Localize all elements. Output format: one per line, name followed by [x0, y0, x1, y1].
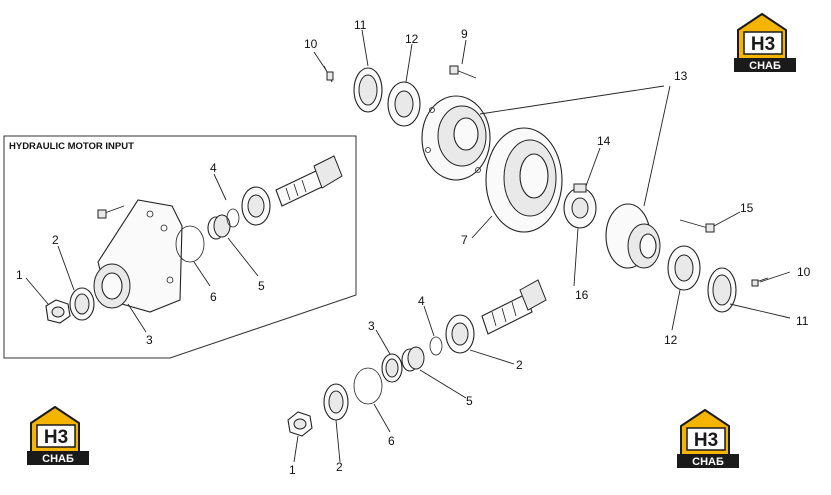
adjusting-ring-11-right	[707, 267, 737, 313]
ring-gear-7	[485, 127, 563, 233]
inset-callout-4: 4	[210, 161, 217, 175]
inset-callout-1: 1	[16, 268, 23, 282]
inset-callout-6: 6	[210, 290, 217, 304]
callout-1-bottom: 1	[289, 463, 296, 477]
callout-4-bottom: 4	[418, 294, 425, 308]
inset-bolt	[97, 205, 125, 219]
logo-bottom-left: H3 СНАБ	[27, 405, 89, 465]
inset-callout-5: 5	[258, 279, 265, 293]
adjusting-ring-11-top	[353, 67, 383, 113]
shim-4-bottom	[429, 336, 443, 356]
spacer-5-bottom	[401, 346, 425, 372]
bearing-12-right	[667, 245, 701, 291]
callout-15: 15	[740, 201, 754, 215]
callout-6-bottom: 6	[388, 434, 395, 448]
logo-text: СНАБ	[749, 60, 781, 72]
bearing-2-bottom	[323, 383, 349, 421]
logo-mark: H3	[694, 430, 718, 451]
callout-2-bottom-right: 2	[516, 358, 523, 372]
inset-housing	[93, 199, 183, 313]
inset-spacer	[207, 214, 231, 240]
hydraulic-motor-inset: HYDRAULIC MOTOR INPUT	[3, 135, 357, 359]
inset-callout-2: 2	[52, 233, 59, 247]
o-ring-6-bottom	[353, 367, 383, 405]
bearing-2-bottom-right	[445, 314, 475, 354]
bolt-10-right	[751, 277, 769, 287]
callout-10-right: 10	[797, 265, 811, 279]
inset-o-ring	[175, 225, 205, 263]
inset-pinion-shaft	[275, 155, 343, 207]
callout-5-bottom: 5	[466, 394, 473, 408]
inset-callout-3: 3	[146, 333, 153, 347]
callout-3-bottom: 3	[368, 319, 375, 333]
callout-10-top: 10	[304, 37, 318, 51]
differential-case-13	[605, 203, 661, 269]
callout-16: 16	[575, 288, 589, 302]
inset-shim	[226, 208, 240, 228]
callout-7: 7	[461, 233, 468, 247]
ring-3-bottom	[381, 353, 403, 383]
differential-spider-14	[563, 183, 597, 229]
inset-bearing-2	[241, 186, 271, 226]
callout-11-top: 11	[354, 18, 367, 32]
logo-bottom-right: H3 СНАБ	[677, 408, 739, 468]
logo-mark: H3	[44, 427, 68, 448]
callout-2-bottom: 2	[336, 460, 343, 474]
inset-bearing	[69, 287, 95, 321]
logo-top-right: H3 СНАБ	[734, 12, 796, 72]
pinion-shaft-bottom	[481, 279, 547, 335]
callout-12-top: 12	[405, 32, 419, 46]
callout-9: 9	[461, 27, 468, 41]
callout-13: 13	[674, 69, 688, 83]
logo-mark: H3	[751, 34, 775, 55]
inset-nut	[45, 299, 71, 324]
bearing-12-top	[387, 81, 421, 127]
logo-text: СНАБ	[692, 456, 724, 468]
callout-12-right: 12	[664, 333, 678, 347]
bolt-9	[449, 65, 477, 79]
logo-text: СНАБ	[42, 453, 74, 465]
inset-title: HYDRAULIC MOTOR INPUT	[9, 141, 134, 152]
callout-14: 14	[597, 134, 611, 148]
differential-carrier-housing	[421, 95, 491, 181]
bolt-15	[679, 219, 715, 233]
nut-1-bottom	[287, 411, 313, 437]
callout-11-right: 11	[796, 314, 809, 328]
